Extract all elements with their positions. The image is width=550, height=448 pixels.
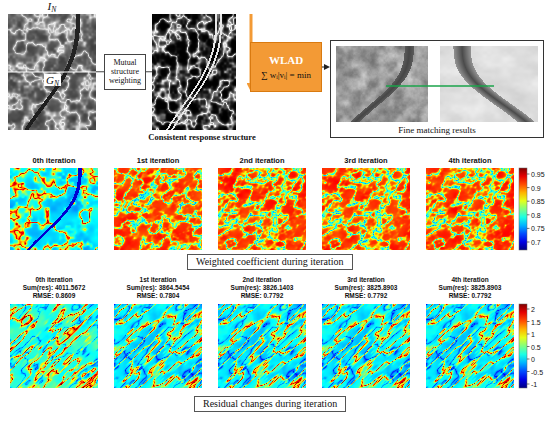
tick-label: -1 bbox=[531, 381, 537, 388]
rmse-value: RMSE: 0.7804 bbox=[137, 293, 180, 300]
iteration-title: 1st iteration bbox=[140, 277, 177, 284]
tick-mark bbox=[527, 242, 530, 243]
iteration-title: 1st iteration bbox=[137, 157, 180, 165]
tick-mark bbox=[527, 201, 530, 202]
iteration-title: 0th iteration bbox=[33, 157, 76, 165]
box-title: WLAD bbox=[269, 54, 303, 67]
tick-label: 0.95 bbox=[531, 171, 545, 178]
iteration-title: 0th iteration bbox=[35, 277, 72, 284]
residual-sum: Sum(res): 4011.5672 bbox=[23, 285, 86, 292]
tick-mark bbox=[527, 214, 530, 215]
residual-sum: Sum(res): 3864.5454 bbox=[127, 285, 190, 292]
iteration-title: 3rd iteration bbox=[344, 157, 387, 165]
colorbar bbox=[519, 168, 527, 250]
process-box: Mutual structure weighting bbox=[104, 54, 146, 90]
image-symbol: IN bbox=[48, 0, 57, 12]
image-divider bbox=[8, 72, 96, 73]
colorbar bbox=[519, 304, 527, 388]
rmse-value: RMSE: 0.7792 bbox=[449, 293, 492, 300]
iteration-title: 2nd iteration bbox=[242, 277, 281, 284]
tick-label: 2 bbox=[531, 306, 535, 313]
residual-heatmap bbox=[218, 304, 306, 388]
weight-heatmap bbox=[218, 168, 306, 250]
tick-mark bbox=[527, 384, 530, 385]
iteration-title: 4th iteration bbox=[451, 277, 488, 284]
matching-image bbox=[440, 46, 538, 122]
panel-caption: Weighted coefficient during iteration bbox=[196, 256, 344, 268]
tick-mark bbox=[527, 321, 530, 322]
iteration-title: 4th iteration bbox=[449, 157, 492, 165]
weight-heatmap bbox=[10, 168, 98, 250]
residual-sum: Sum(res): 3825.8903 bbox=[439, 285, 502, 292]
iteration-title: 2nd iteration bbox=[239, 157, 284, 165]
iteration-title: 3rd iteration bbox=[347, 277, 385, 284]
rmse-value: RMSE: 0.7792 bbox=[241, 293, 284, 300]
tick-mark bbox=[527, 174, 530, 175]
image-patch bbox=[8, 72, 96, 130]
image-patch bbox=[8, 14, 96, 72]
tick-label: 0.5 bbox=[531, 343, 541, 350]
caption-box: Residual changes during iteration bbox=[194, 396, 346, 412]
tick-label: 0.75 bbox=[531, 225, 545, 232]
tick-mark bbox=[527, 346, 530, 347]
image-pair: INGN bbox=[8, 14, 96, 130]
response-image bbox=[152, 14, 236, 130]
box-label: Mutual structure weighting bbox=[109, 58, 141, 86]
tick-mark bbox=[527, 371, 530, 372]
caption-box: Weighted coefficient during iteration bbox=[187, 254, 353, 270]
rmse-value: RMSE: 0.8609 bbox=[33, 293, 76, 300]
wlad-box: WLAD ∑ wᵢ|vᵢ| = min bbox=[250, 42, 322, 92]
tick-mark bbox=[527, 359, 530, 360]
result-frame: Fine matching results bbox=[330, 40, 544, 138]
residual-heatmap bbox=[322, 304, 410, 388]
residual-heatmap bbox=[426, 304, 514, 388]
residual-sum: Sum(res): 3826.1403 bbox=[231, 285, 294, 292]
weight-heatmap bbox=[426, 168, 514, 250]
formula: ∑ wᵢ|vᵢ| = min bbox=[261, 70, 311, 81]
match-line bbox=[386, 85, 494, 87]
image-caption: Consistent response structure bbox=[148, 133, 255, 142]
tick-label: 0.9 bbox=[531, 184, 541, 191]
rmse-value: RMSE: 0.7792 bbox=[345, 293, 388, 300]
connector-line bbox=[96, 71, 104, 72]
tick-label: 1 bbox=[531, 331, 535, 338]
tick-label: 0.8 bbox=[531, 211, 541, 218]
tick-label: 0.85 bbox=[531, 198, 545, 205]
residual-heatmap bbox=[10, 304, 98, 388]
tick-mark bbox=[527, 228, 530, 229]
tick-label: 1.5 bbox=[531, 318, 541, 325]
image-symbol: GN bbox=[44, 74, 61, 86]
response-image-node: Consistent response structure bbox=[152, 14, 252, 130]
weight-heatmap bbox=[322, 168, 410, 250]
tick-label: -0.5 bbox=[531, 368, 543, 375]
tick-mark bbox=[527, 309, 530, 310]
flow-arrow bbox=[322, 66, 324, 67]
connector-line bbox=[146, 71, 152, 72]
residual-heatmap bbox=[114, 304, 202, 388]
frame-caption: Fine matching results bbox=[396, 126, 478, 135]
tick-label: 0 bbox=[531, 356, 535, 363]
tick-label: 0.7 bbox=[531, 239, 541, 246]
tick-mark bbox=[527, 334, 530, 335]
tick-mark bbox=[527, 187, 530, 188]
matching-image bbox=[336, 46, 428, 122]
residual-sum: Sum(res): 3825.8903 bbox=[335, 285, 398, 292]
weight-heatmap bbox=[114, 168, 202, 250]
panel-caption: Residual changes during iteration bbox=[203, 398, 337, 410]
